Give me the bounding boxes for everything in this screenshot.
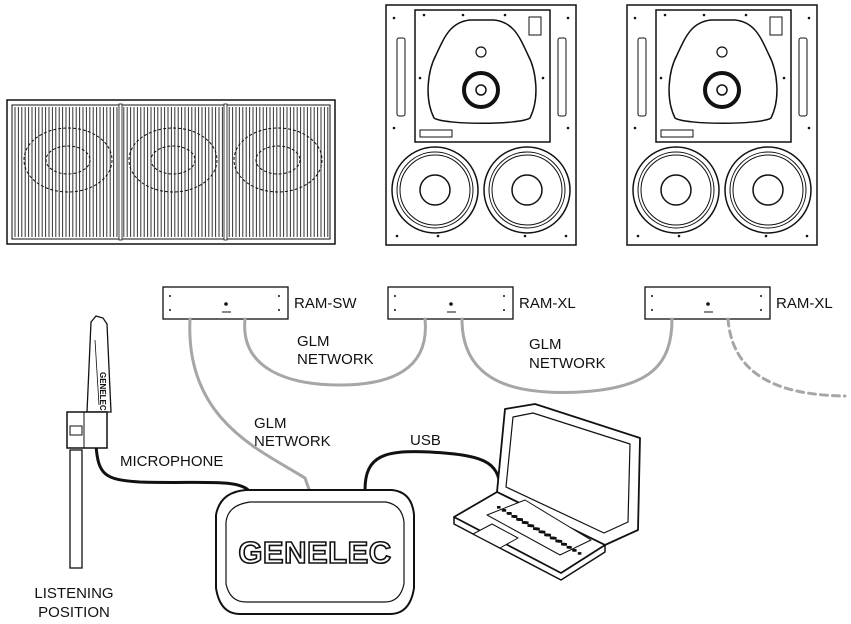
glm-network-label-3-line2: NETWORK	[254, 433, 331, 450]
usb-cable	[363, 450, 502, 492]
glm-cable-xl1-to-xl2	[460, 317, 674, 394]
ram-sw-label: RAM-SW	[294, 295, 357, 312]
usb-label: USB	[410, 432, 441, 449]
ram-xl-label-2: RAM-XL	[776, 295, 833, 312]
glm-network-label-1-line1: GLM	[297, 333, 330, 350]
glm-cable-sw-to-xl1	[243, 317, 427, 387]
main-monitor-right	[625, 3, 819, 247]
glm-cables	[188, 317, 847, 494]
ram-xl-label-1: RAM-XL	[519, 295, 576, 312]
listening-position-label-line1: LISTENING	[34, 585, 113, 602]
glm-adapter: GENELEC	[215, 489, 415, 615]
ram-xl-module-2	[644, 286, 771, 320]
subwoofer	[6, 99, 336, 245]
laptop	[453, 403, 641, 581]
microphone-label: MICROPHONE	[120, 453, 223, 470]
glm-network-label-2-line1: GLM	[529, 336, 562, 353]
glm-network-label-3-line1: GLM	[254, 415, 287, 432]
glm-cable-sw-to-adapter	[188, 317, 312, 494]
glm-network-label-2-line2: NETWORK	[529, 355, 606, 372]
glm-cable-xl2-onward	[726, 317, 847, 398]
glm-network-label-1-line2: NETWORK	[297, 351, 374, 368]
adapter-brand-text: GENELEC	[238, 535, 391, 570]
mic-brand-text: GENELEC	[98, 372, 107, 411]
listening-position-label-line2: POSITION	[38, 604, 110, 621]
microphone-cable	[94, 443, 252, 494]
measurement-microphone: GENELEC	[66, 315, 112, 569]
ram-sw-module	[162, 286, 289, 320]
main-monitor-left	[385, 4, 577, 246]
ram-xl-module-1	[387, 286, 514, 320]
